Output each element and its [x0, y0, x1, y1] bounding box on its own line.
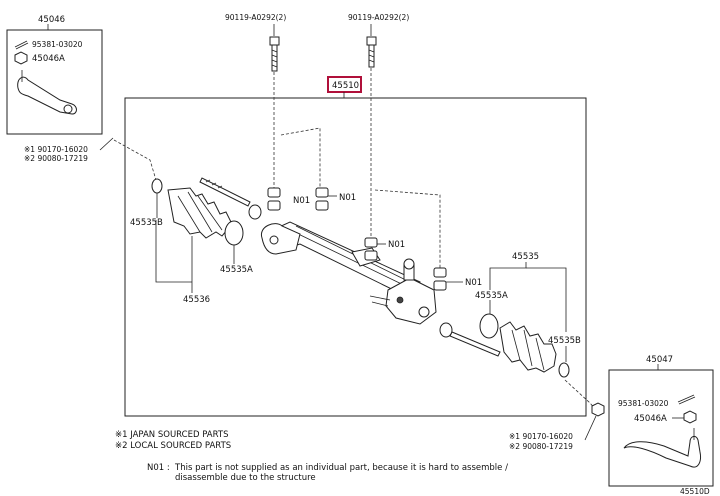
diagram-code: 45510D [680, 487, 710, 496]
boot-clamp-left-icon [151, 178, 163, 194]
label-bolt-right: 90119-A0292(2) [348, 13, 409, 22]
main-assy-highlight-box [327, 76, 362, 93]
label-45046a-right: 45046A [634, 414, 667, 424]
bushing-n01-4 [433, 267, 447, 291]
boot-band-left-icon [224, 220, 244, 246]
label-45047: 45047 [646, 355, 673, 365]
inset-tie-rod-end-left: 45046 95381-03020 45046A [6, 15, 103, 135]
steering-rack-housing [260, 221, 437, 325]
castle-nut-icon [14, 51, 28, 65]
label-right-ref-1: ※1 90170-16020 [509, 432, 573, 441]
nut-right-icon [591, 402, 605, 417]
inset-box-right [608, 369, 714, 487]
label-n01-a: N01 [293, 196, 310, 206]
label-n01-c: N01 [388, 240, 405, 250]
label-n01-b: N01 [339, 193, 356, 203]
label-left-ref-1: ※1 90170-16020 [24, 145, 88, 154]
castle-nut-right-icon [683, 410, 697, 424]
note-n01-line1: This part is not supplied as an individu… [174, 463, 508, 473]
inset-box-left [6, 29, 103, 135]
label-95381-left: 95381-03020 [32, 40, 83, 49]
bolt-right [366, 36, 377, 68]
bushing-n01-2 [315, 187, 329, 211]
bushing-n01-1 [267, 187, 281, 211]
left-boot-group [151, 177, 262, 246]
rack-mount-left-icon [260, 223, 301, 255]
note-n01-key: N01 : [147, 463, 170, 473]
label-45535a-left: 45535A [220, 265, 253, 275]
pinion-input-shaft-icon [403, 258, 415, 270]
steering-boot-left-icon [167, 187, 233, 239]
label-left-ref-2: ※2 90080-17219 [24, 154, 88, 163]
cotter-pin-right-icon [677, 394, 696, 405]
label-n01-d: N01 [465, 278, 482, 288]
bolt-left [269, 36, 280, 72]
boot-clamp-right-icon [558, 362, 570, 378]
label-45536: 45536 [183, 295, 210, 305]
tie-rod-left-icon [199, 177, 251, 207]
note-local-sourced: ※2 LOCAL SOURCED PARTS [115, 441, 231, 451]
label-45510: 45510 [332, 81, 359, 91]
label-45046a-left: 45046A [32, 54, 65, 64]
label-45535-right: 45535 [512, 252, 539, 262]
main-assembly-box [124, 97, 587, 417]
inset-tie-rod-end-right: 45047 95381-03020 45046A [608, 355, 714, 487]
right-boot-group [439, 313, 570, 378]
note-japan-sourced: ※1 JAPAN SOURCED PARTS [115, 430, 228, 440]
cotter-pin-icon [14, 40, 29, 50]
bushing-n01-3 [364, 237, 378, 261]
label-bolt-left: 90119-A0292(2) [225, 13, 286, 22]
note-n01-line2: disassemble due to the structure [175, 473, 316, 483]
label-right-ref-2: ※2 90080-17219 [509, 442, 573, 451]
tie-rod-end-right-icon [623, 435, 701, 468]
label-45535a-right: 45535A [475, 291, 508, 301]
label-95381-right: 95381-03020 [618, 399, 669, 408]
label-45046: 45046 [38, 15, 65, 25]
boot-band-right-icon [479, 313, 499, 339]
label-45535b-right: 45535B [548, 336, 581, 346]
label-45535b-left: 45535B [130, 218, 163, 228]
